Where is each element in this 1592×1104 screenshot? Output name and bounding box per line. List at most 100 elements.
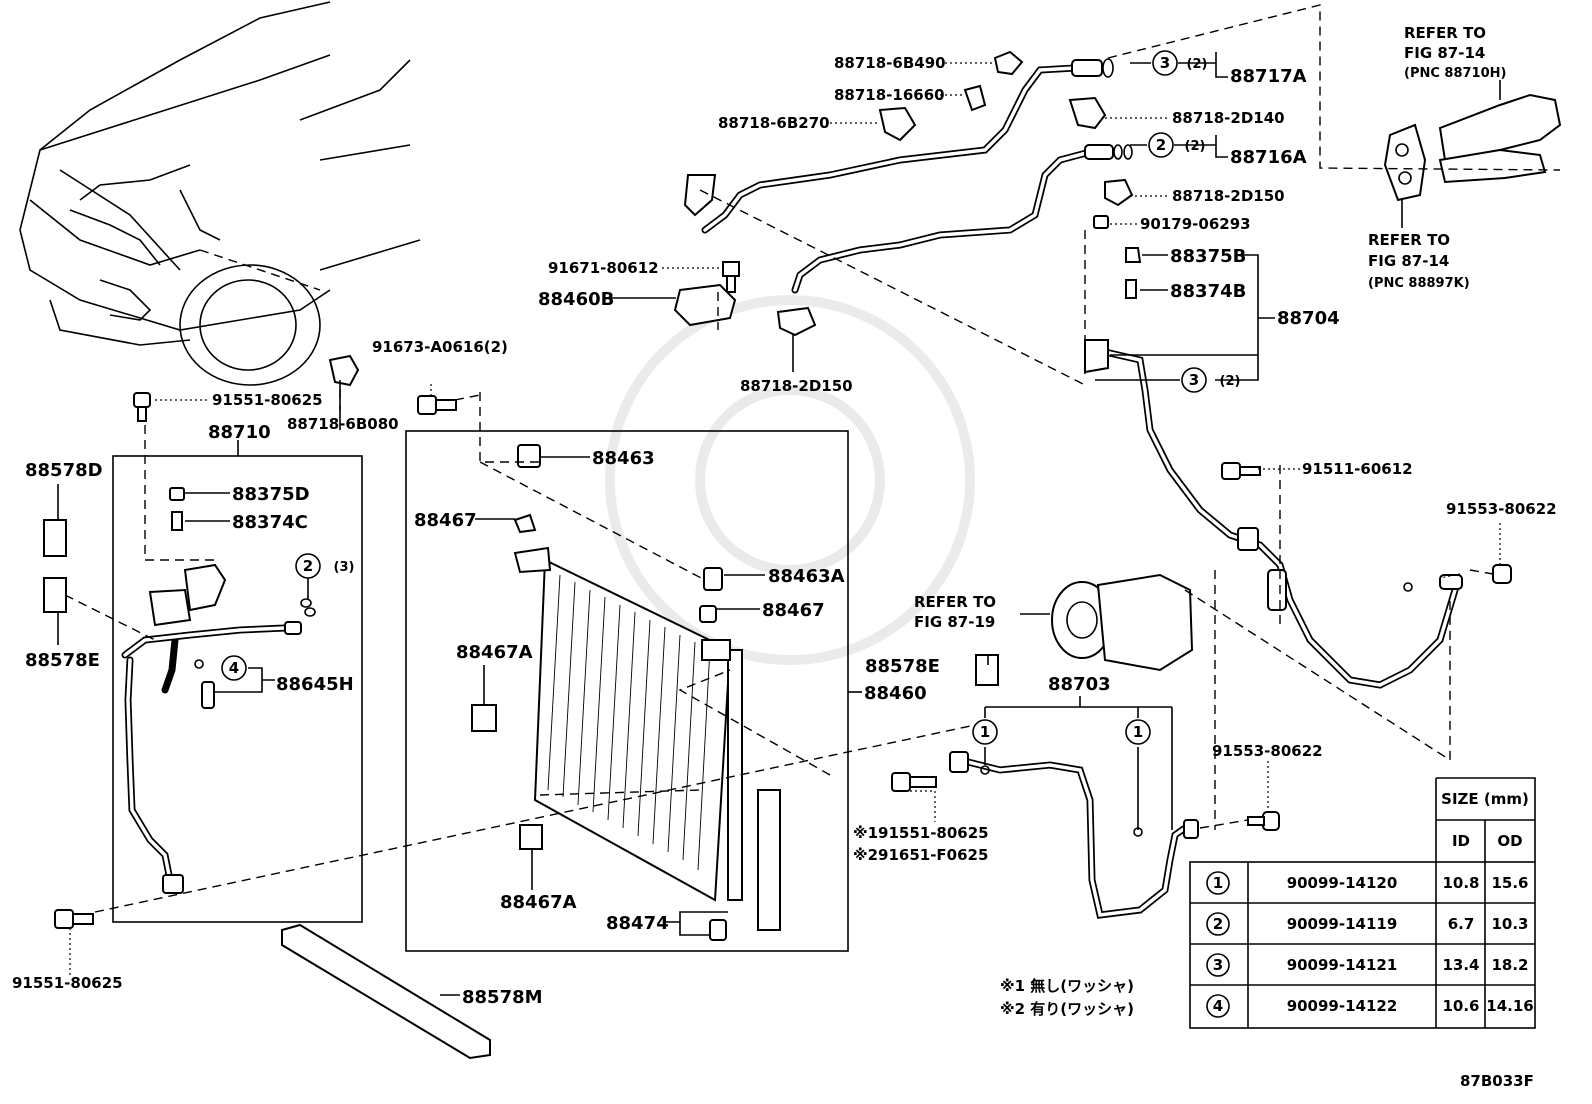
svg-text:(PNC 88897K): (PNC 88897K) (1368, 276, 1470, 291)
label-88374b: 88374B (1170, 281, 1246, 302)
label-88375d: 88375D (232, 484, 310, 505)
svg-text:3: 3 (1189, 371, 1199, 389)
label-asterisk-1: ※191551-80625 (853, 824, 989, 842)
label-88718-6b080: 88718-6B080 (287, 415, 399, 433)
label-88704: 88704 (1277, 308, 1340, 329)
condenser-88460 (405, 430, 849, 952)
bolt-91511-60612 (1221, 462, 1261, 480)
svg-text:2: 2 (1213, 915, 1223, 933)
solid-leaders (57, 52, 1501, 996)
table-header-od: OD (1497, 832, 1522, 850)
nut-90179-06293 (1093, 215, 1109, 229)
svg-text:14.16: 14.16 (1486, 997, 1533, 1015)
svg-text:13.4: 13.4 (1442, 956, 1479, 974)
note-1: ※1 無し(ワッシャ) (1000, 977, 1134, 995)
hose-88704 (1084, 339, 1463, 689)
table-header-id: ID (1452, 832, 1470, 850)
fitting-88710h (1383, 93, 1562, 202)
callout-3a: 3 (2) (1152, 50, 1207, 76)
label-asterisk-2: ※291651-F0625 (853, 846, 988, 864)
label-88467-a: 88467 (414, 510, 477, 531)
svg-text:FIG 87-19: FIG 87-19 (914, 613, 995, 631)
bolt-asterisk (891, 772, 937, 792)
valve-88375b (1125, 247, 1142, 263)
svg-text:REFER TO: REFER TO (1368, 231, 1450, 249)
table-row: 2 90099-14119 6.7 10.3 (1206, 912, 1529, 936)
svg-text:(3): (3) (334, 560, 355, 575)
label-88718-6b490: 88718-6B490 (834, 54, 946, 72)
label-88578e-b: 88578E (865, 656, 940, 677)
pad-88578e-b (975, 654, 999, 686)
diagram-code: 87B033F (1460, 1072, 1534, 1090)
svg-text:1: 1 (980, 723, 990, 741)
label-88718-6b270: 88718-6B270 (718, 114, 830, 132)
svg-text:FIG 87-14: FIG 87-14 (1404, 44, 1485, 62)
dashed-leaders (64, 4, 1561, 913)
label-91511-60612: 91511-60612 (1302, 460, 1413, 478)
clamp-88718-2d150-a (1104, 178, 1134, 207)
table-row: 3 90099-14121 13.4 18.2 (1206, 953, 1529, 977)
clamp-88718-2d150-b (776, 306, 817, 337)
label-91671-80612: 91671-80612 (548, 259, 659, 277)
label-88718-2d150-b: 88718-2D150 (740, 377, 853, 395)
condenser-fins (547, 574, 711, 871)
label-88460b: 88460B (538, 289, 614, 310)
compressor (1051, 573, 1194, 672)
label-88375b: 88375B (1170, 246, 1246, 267)
label-88645h: 88645H (276, 674, 354, 695)
table-row: 1 90099-14120 10.8 15.6 (1206, 871, 1529, 895)
svg-text:2: 2 (303, 557, 313, 575)
label-91673-a0616: 91673-A0616(2) (372, 338, 508, 356)
bolt-91551-80625-b (54, 909, 94, 929)
svg-text:90099-14120: 90099-14120 (1287, 874, 1398, 892)
size-table: SIZE (mm) ID OD 1 90099-14120 10.8 15.6 … (1189, 777, 1536, 1029)
svg-text:10.6: 10.6 (1442, 997, 1479, 1015)
label-88374c: 88374C (232, 512, 308, 533)
callout-2a: 2 (2) (1148, 132, 1205, 158)
svg-text:3: 3 (1213, 956, 1223, 974)
clamp-88718-6b270 (878, 106, 917, 142)
svg-text:FIG 87-14: FIG 87-14 (1368, 252, 1449, 270)
svg-text:1: 1 (1133, 723, 1143, 741)
bolt-91671-80612 (722, 261, 740, 293)
label-leaders (69, 62, 1501, 975)
callout-1b: 1 (1125, 719, 1151, 745)
svg-text:18.2: 18.2 (1491, 956, 1528, 974)
pad-88578e-a (43, 577, 67, 613)
label-88467a-a: 88467A (456, 642, 533, 663)
bracket-88460b (673, 283, 737, 327)
table-row: 4 90099-14122 10.6 14.16 (1206, 994, 1534, 1018)
callout-4: 4 (221, 655, 247, 681)
label-88467a-b: 88467A (500, 892, 577, 913)
clamp-88718-6b080 (328, 354, 360, 387)
refer-fig-87-14-bottom: REFER TO FIG 87-14 (PNC 88897K) (1368, 231, 1470, 291)
hose-88703 (949, 751, 1199, 919)
svg-text:90099-14121: 90099-14121 (1287, 956, 1398, 974)
label-88474: 88474 (606, 913, 669, 934)
note-2: ※2 有り(ワッシャ) (1000, 1000, 1134, 1018)
svg-text:4: 4 (1213, 997, 1223, 1015)
label-88716a: 88716A (1230, 147, 1307, 168)
refer-fig-87-19: REFER TO FIG 87-19 (914, 593, 996, 631)
label-91551-80625-a: 91551-80625 (212, 391, 323, 409)
svg-text:3: 3 (1160, 54, 1170, 72)
part-labels: 88718-6B490 88718-16660 88718-6B270 8871… (12, 54, 1557, 1018)
label-88578e-a: 88578E (25, 650, 100, 671)
label-88578m: 88578M (462, 987, 543, 1008)
strip-88578m (281, 923, 491, 1060)
label-88467-b: 88467 (762, 600, 825, 621)
vehicle-illustration (19, 1, 421, 386)
watermark (605, 295, 975, 665)
svg-text:REFER TO: REFER TO (1404, 24, 1486, 42)
label-90179-06293: 90179-06293 (1140, 215, 1251, 233)
svg-text:(PNC 88710H): (PNC 88710H) (1404, 66, 1506, 81)
callout-2b: 2 (3) (295, 553, 355, 579)
label-88460: 88460 (864, 683, 927, 704)
label-88718-16660: 88718-16660 (834, 86, 945, 104)
svg-text:90099-14122: 90099-14122 (1287, 997, 1398, 1015)
svg-text:10.8: 10.8 (1442, 874, 1479, 892)
table-header-size: SIZE (mm) (1441, 790, 1529, 808)
label-88578d: 88578D (25, 460, 103, 481)
bolt-91553-80622-b (1247, 811, 1280, 831)
clamp-88718-16660 (963, 84, 987, 112)
